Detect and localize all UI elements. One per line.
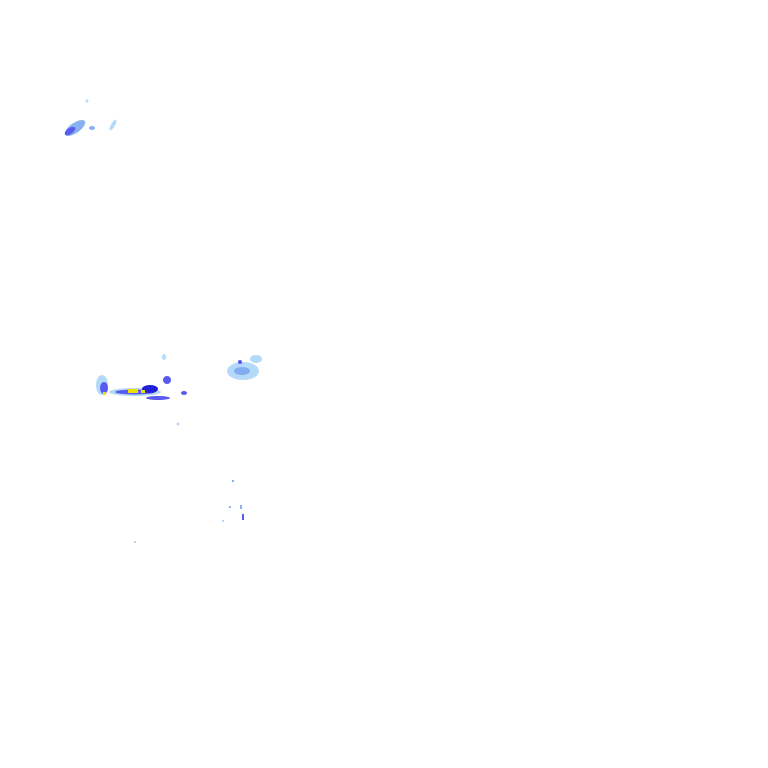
precipitation-echo (162, 354, 166, 360)
precipitation-echo (141, 390, 145, 393)
precipitation-echo (163, 376, 171, 384)
precipitation-echo (64, 126, 76, 136)
precipitation-echo (250, 355, 262, 363)
rain-specks-south (134, 480, 244, 543)
precipitation-echo (89, 126, 95, 130)
precipitation-echo (229, 506, 231, 508)
precipitation-echo (128, 389, 138, 393)
precipitation-echo (85, 99, 89, 103)
rain-band-west (96, 354, 187, 426)
precipitation-echo (234, 367, 250, 375)
precipitation-echo (222, 520, 224, 522)
precipitation-echo (181, 391, 187, 395)
precipitation-echo (240, 505, 242, 509)
precipitation-echo (109, 119, 117, 131)
precipitation-echo (242, 514, 244, 520)
precipitation-echo (100, 382, 108, 394)
rain-cell-central (227, 355, 262, 380)
precipitation-echo (232, 480, 234, 482)
precipitation-echo (134, 541, 136, 543)
precipitation-echo (238, 360, 242, 364)
precipitation-echo (146, 396, 170, 400)
precipitation-echo (176, 422, 180, 426)
precipitation-echo (103, 392, 106, 395)
rain-cell-northwest (64, 99, 117, 137)
precipitation-echo (142, 385, 158, 393)
